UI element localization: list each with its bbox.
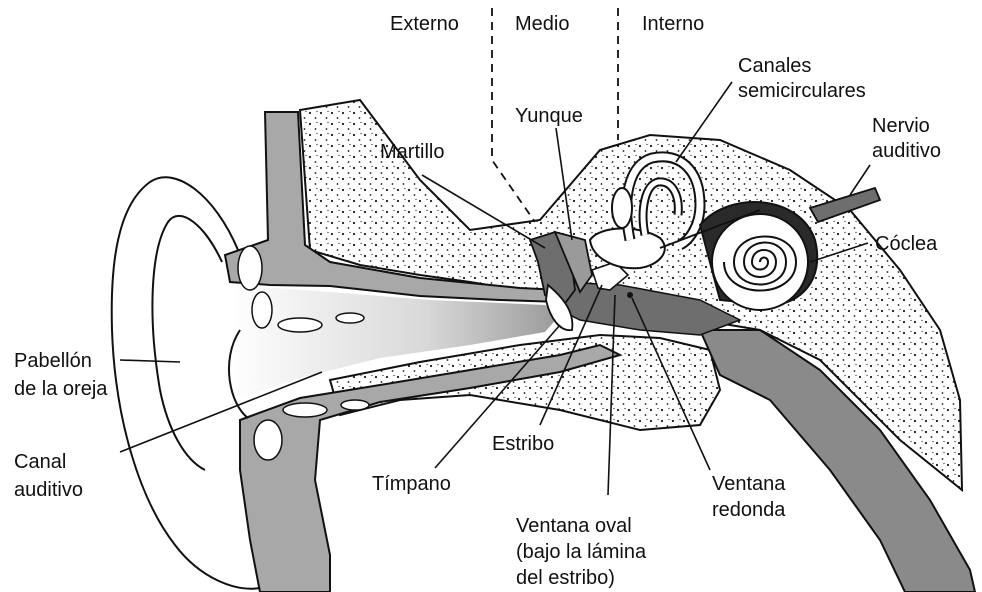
label-ventana-redonda-2: redonda [712, 499, 786, 521]
pinna-inner-fold [152, 216, 222, 470]
label-timpano: Tímpano [372, 473, 451, 495]
canal-cartilage [341, 400, 369, 410]
canal-cartilage [336, 313, 364, 323]
label-martillo: Martillo [380, 141, 444, 163]
canal-cartilage [254, 420, 282, 460]
label-nervio-auditivo-1: Nervio [872, 115, 930, 137]
label-canales-semicirculares-1: Canales [738, 55, 811, 77]
label-pabellon-2: de la oreja [14, 378, 108, 400]
round-window-dot [627, 292, 633, 298]
label-yunque: Yunque [515, 105, 583, 127]
label-estribo: Estribo [492, 433, 554, 455]
label-externo: Externo [390, 13, 459, 35]
label-canal-auditivo-1: Canal [14, 451, 66, 473]
label-ventana-redonda-1: Ventana [712, 473, 786, 495]
label-pabellon-1: Pabellón [14, 350, 92, 372]
canal-cartilage [283, 403, 327, 417]
canal-cartilage [238, 246, 262, 290]
semicircular-canal-lateral [612, 188, 632, 228]
label-interno: Interno [642, 13, 704, 35]
label-medio: Medio [515, 13, 569, 35]
canal-cartilage [252, 292, 272, 328]
label-nervio-auditivo-2: auditivo [872, 140, 941, 162]
label-canal-auditivo-2: auditivo [14, 479, 83, 501]
label-ventana-oval-3: del estribo) [516, 567, 615, 589]
label-coclea: Cóclea [875, 233, 938, 255]
leader-pabellon [120, 360, 180, 362]
label-ventana-oval-1: Ventana oval [516, 515, 632, 537]
canal-cartilage [278, 318, 322, 332]
label-canales-semicirculares-2: semicirculares [738, 80, 866, 102]
label-ventana-oval-2: (bajo la lámina [516, 541, 647, 563]
